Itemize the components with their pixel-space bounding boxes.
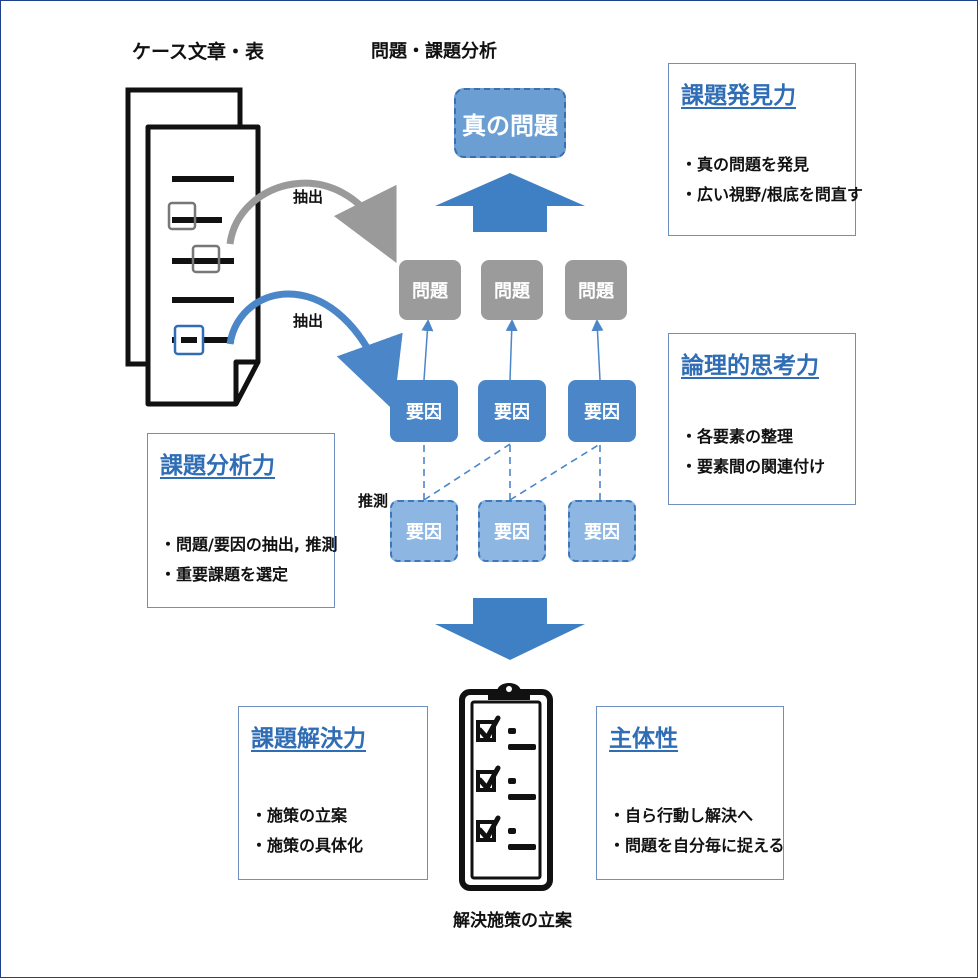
skill-bullets-solving: ・施策の立案 ・施策の具体化 bbox=[251, 801, 363, 861]
skill-bullet: ・問題/要因の抽出, 推測 bbox=[160, 535, 338, 554]
extract-arrow-gray bbox=[226, 179, 397, 264]
skill-bullet: ・重要課題を選定 bbox=[160, 565, 289, 584]
infer-label: 推測 bbox=[358, 492, 389, 510]
skill-bullets-analysis: ・問題/要因の抽出, 推測 ・重要課題を選定 bbox=[160, 530, 338, 590]
skill-bullet: ・要素間の関連付け bbox=[681, 457, 826, 476]
skill-title-solving: 課題解決力 bbox=[251, 726, 366, 752]
factor-problem-connectors bbox=[421, 319, 604, 381]
skill-bullet: ・施策の具体化 bbox=[251, 836, 364, 855]
problem-node-3: 問題 bbox=[565, 260, 627, 320]
problem-node-1: 問題 bbox=[399, 260, 461, 320]
inferred-factor-node-3: 要因 bbox=[568, 500, 636, 562]
skill-bullet: ・広い視野/根底を問直す bbox=[681, 185, 863, 204]
factor-node-2: 要因 bbox=[478, 380, 546, 442]
document-stack-icon bbox=[125, 87, 261, 407]
skill-bullet: ・自ら行動し解決へ bbox=[609, 806, 754, 825]
skill-bullets-discovery: ・真の問題を発見 ・広い視野/根底を問直す bbox=[681, 150, 863, 210]
skill-bullets-initiative: ・自ら行動し解決へ ・問題を自分毎に捉える bbox=[609, 801, 785, 861]
extract-label-2: 抽出 bbox=[293, 312, 324, 330]
skill-box-initiative: 主体性 ・自ら行動し解決へ ・問題を自分毎に捉える bbox=[596, 706, 785, 880]
skill-bullet: ・施策の立案 bbox=[251, 806, 348, 825]
skill-title-analysis: 課題分析力 bbox=[160, 453, 275, 479]
inferred-factor-node-1: 要因 bbox=[390, 500, 458, 562]
analysis-label: 問題・課題分析 bbox=[371, 41, 497, 62]
solution-plan-label: 解決施策の立案 bbox=[453, 911, 572, 931]
skill-box-analysis: 課題分析力 ・問題/要因の抽出, 推測 ・重要課題を選定 bbox=[147, 433, 338, 608]
skill-box-discovery: 課題発見力 ・真の問題を発見 ・広い視野/根底を問直す bbox=[668, 63, 863, 236]
skill-bullet: ・問題を自分毎に捉える bbox=[609, 836, 785, 855]
up-arrow bbox=[435, 173, 585, 232]
problem-node-2: 問題 bbox=[481, 260, 543, 320]
case-docs-label: ケース文章・表 bbox=[132, 41, 265, 63]
skill-bullet: ・真の問題を発見 bbox=[681, 155, 810, 174]
skill-bullets-logical: ・各要素の整理 ・要素間の関連付け bbox=[681, 422, 825, 482]
skill-title-logical: 論理的思考力 bbox=[681, 353, 819, 379]
skill-bullet: ・各要素の整理 bbox=[681, 427, 794, 446]
true-problem-node: 真の問題 bbox=[454, 88, 566, 158]
extract-arrow-blue bbox=[226, 290, 403, 411]
inferred-factor-node-2: 要因 bbox=[478, 500, 546, 562]
factor-node-1: 要因 bbox=[390, 380, 458, 442]
extract-label-1: 抽出 bbox=[293, 188, 324, 206]
clipboard-icon bbox=[459, 683, 553, 891]
factor-node-3: 要因 bbox=[568, 380, 636, 442]
down-arrow bbox=[435, 598, 585, 660]
inferred-connectors bbox=[423, 443, 601, 501]
skill-title-discovery: 課題発見力 bbox=[681, 83, 796, 109]
skill-box-solving: 課題解決力 ・施策の立案 ・施策の具体化 bbox=[238, 706, 428, 880]
skill-title-initiative: 主体性 bbox=[609, 726, 678, 752]
skill-box-logical: 論理的思考力 ・各要素の整理 ・要素間の関連付け bbox=[668, 333, 856, 505]
